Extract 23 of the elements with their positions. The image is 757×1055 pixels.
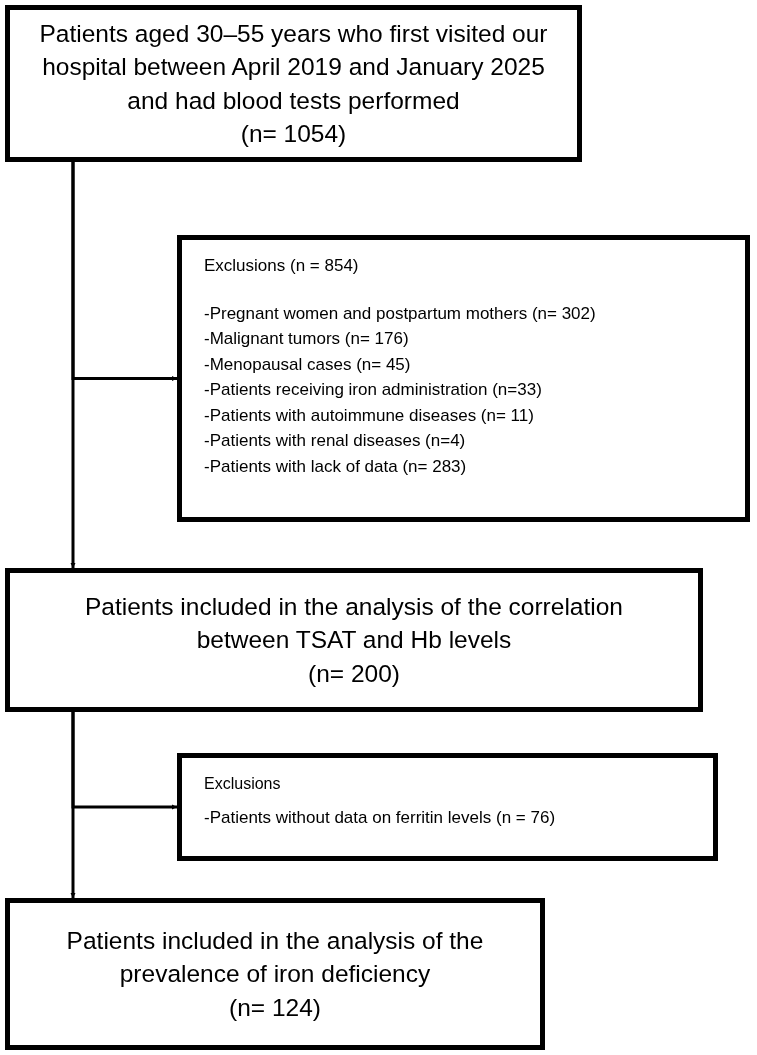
list-item: -Pregnant women and postpartum mothers (n= 302) <box>204 302 596 325</box>
list-item: -Patients with autoimmune diseases (n= 11) <box>204 404 534 427</box>
process-box <box>5 5 582 162</box>
list-item: -Patients with renal diseases (n=4) <box>204 430 466 453</box>
list-item: -Patients receiving iron administration (n=33) <box>204 379 542 402</box>
process-box <box>177 235 750 522</box>
arrow <box>70 162 76 568</box>
heading-text: Exclusions (n = 854) <box>204 255 359 277</box>
process-box <box>5 568 703 712</box>
list-item: -Menopausal cases (n= 45) <box>204 353 411 376</box>
count-text: (n= 200) <box>308 658 400 689</box>
box-text: Patients included in the analysis of the prevalence of iron deficiency <box>65 926 485 990</box>
list-item: -Patients without data on ferritin levels (n = 76) <box>204 807 556 830</box>
process-box <box>177 753 718 861</box>
arrow <box>70 712 76 898</box>
box-text: Patients included in the analysis of the correlation between TSAT and Hb levels <box>84 592 624 656</box>
count-text: (n= 1054) <box>240 118 347 149</box>
count-text: (n= 124) <box>229 992 321 1023</box>
list-item: -Malignant tumors (n= 176) <box>204 328 409 351</box>
heading-text: Exclusions <box>204 774 281 794</box>
box-text: Patients aged 30–55 years who first visited our hospital between April 2019 and January 2025 and had blood tests performed <box>38 19 549 116</box>
list-item: -Patients with lack of data (n= 283) <box>204 455 467 478</box>
process-box <box>5 898 545 1050</box>
